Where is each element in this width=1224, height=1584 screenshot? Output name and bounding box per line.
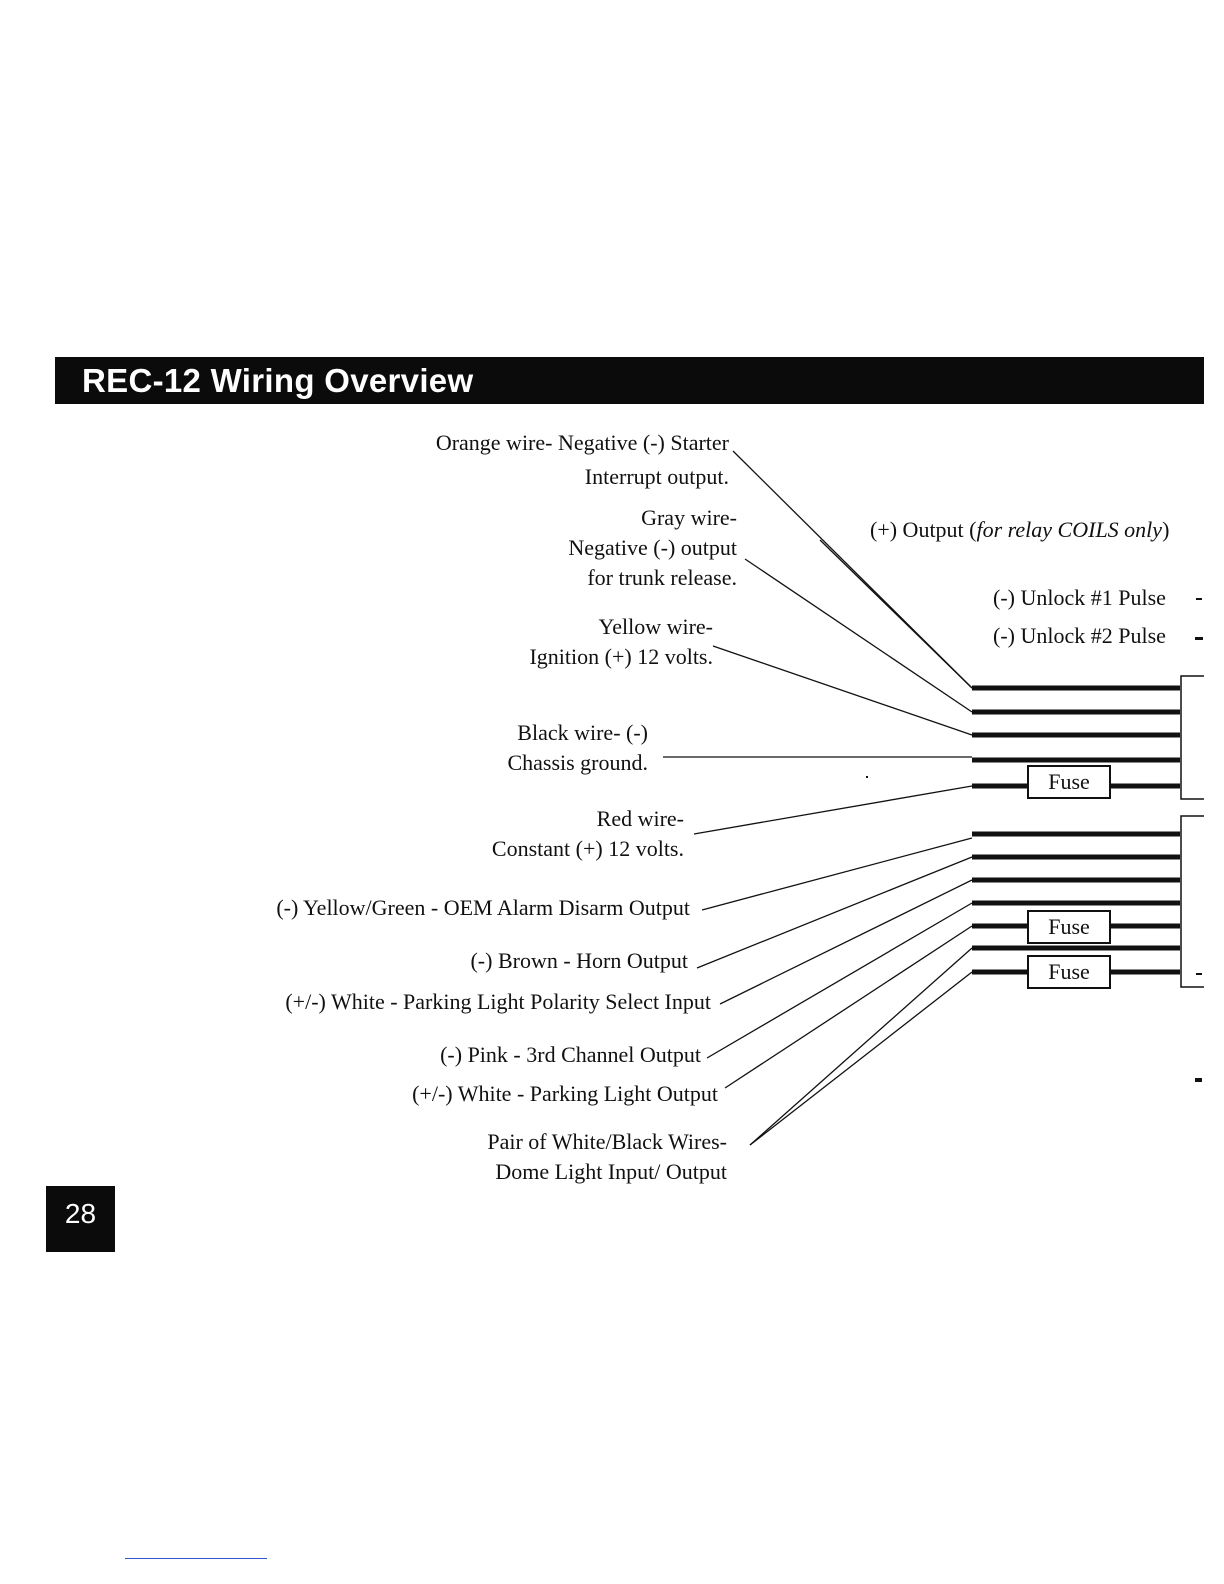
output-relay-italic: for relay COILS only [976, 517, 1163, 542]
dome-light-desc: Dome Light Input/ Output [495, 1159, 727, 1184]
white-polarity-label: (+/-) White - Parking Light Polarity Sel… [285, 989, 711, 1014]
brown-wire-line [696, 856, 973, 969]
fuse-label-1: Fuse [1048, 769, 1090, 794]
edge-mark-4 [1195, 1078, 1202, 1082]
edge-mark-1 [1196, 598, 1202, 600]
white-parking-wire-line [724, 925, 973, 1089]
orange-wire-label: Orange wire- Negative (-) Starter [435, 430, 729, 455]
unlock-1-label: (-) Unlock #1 Pulse [993, 585, 1166, 610]
page-number-box: 28 [46, 1186, 115, 1252]
fuse-label-2: Fuse [1048, 914, 1090, 939]
white-polarity-wire-line [719, 879, 973, 1005]
yellow-wire-desc: Ignition (+) 12 volts. [529, 644, 713, 669]
edge-mark-3 [1196, 973, 1202, 975]
pink-label: (-) Pink - 3rd Channel Output [440, 1042, 701, 1067]
upper-connector [1180, 675, 1204, 800]
yellow-green-label: (-) Yellow/Green - OEM Alarm Disarm Outp… [276, 895, 690, 920]
yellow-wire-label: Yellow wire- [598, 614, 713, 639]
fuse-box-2 [1027, 910, 1111, 944]
output-relay-suffix: ) [1162, 517, 1170, 542]
gray-wire-desc-1: Negative (-) output [568, 535, 737, 560]
orange-wire-desc: Interrupt output. [584, 464, 729, 489]
stray-dot [866, 776, 868, 778]
dome-wire-line-1 [749, 947, 973, 1146]
yellow-green-wire-line [701, 837, 973, 911]
page-number: 28 [64, 1198, 97, 1229]
edge-mark-2 [1195, 637, 1203, 640]
upper-wire-bundle [972, 685, 1180, 789]
yellow-wire-line [712, 645, 973, 736]
fuse-box-3 [1027, 955, 1111, 989]
dome-wire-line-2 [749, 971, 973, 1146]
white-parking-label: (+/-) White - Parking Light Output [412, 1081, 718, 1106]
dome-light-label: Pair of White/Black Wires- [487, 1129, 727, 1154]
output-relay-prefix: (+) Output ( [870, 517, 977, 542]
brown-label: (-) Brown - Horn Output [470, 948, 688, 973]
footer-rule [125, 1558, 267, 1559]
gray-wire-label: Gray wire- [641, 505, 737, 530]
pink-wire-line [706, 902, 973, 1059]
red-wire-label: Red wire- [596, 806, 684, 831]
red-wire-line [693, 785, 973, 835]
gray-wire-line [744, 558, 973, 713]
output-relay-line [819, 539, 973, 689]
lower-connector [1180, 815, 1204, 988]
gray-wire-desc-2: for trunk release. [587, 565, 737, 590]
page-title: REC-12 Wiring Overview [82, 362, 474, 399]
unlock-2-label: (-) Unlock #2 Pulse [993, 623, 1166, 648]
fuse-box-1 [1027, 765, 1111, 799]
fuse-label-3: Fuse [1048, 959, 1090, 984]
output-relay-label: (+) Output (for relay COILS only) [870, 515, 1169, 545]
lower-wire-bundle [972, 831, 1180, 975]
header-bar: REC-12 Wiring Overview [55, 357, 1204, 404]
red-wire-desc: Constant (+) 12 volts. [491, 836, 684, 861]
black-wire-desc: Chassis ground. [507, 750, 648, 775]
black-wire-label: Black wire- (-) [517, 720, 648, 745]
